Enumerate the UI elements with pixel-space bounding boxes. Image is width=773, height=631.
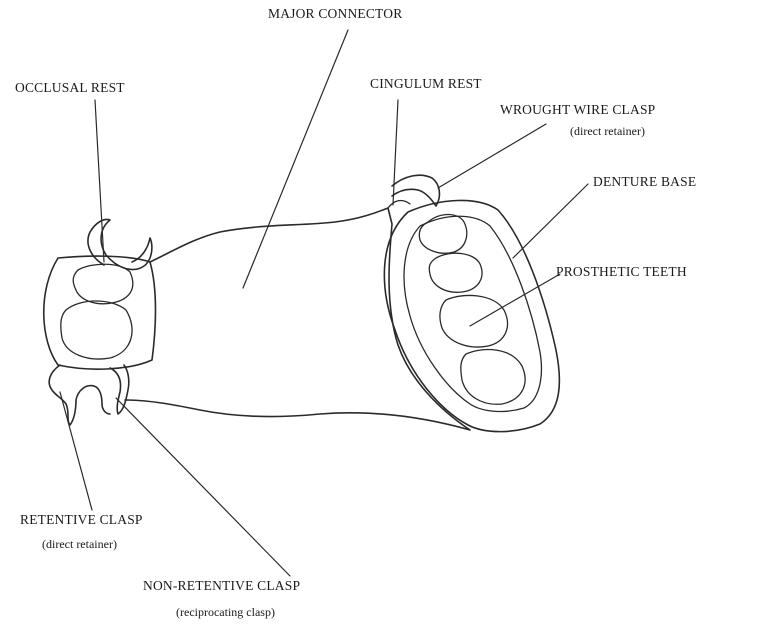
leader-major-connector bbox=[243, 30, 348, 288]
left-tooth-cusp-upper bbox=[73, 264, 133, 304]
leader-non-retentive-clasp bbox=[116, 398, 290, 576]
occlusal-rest-arm bbox=[124, 238, 152, 270]
prosthetic-tooth-2 bbox=[429, 253, 482, 292]
label-occlusal-rest: OCCLUSAL REST bbox=[15, 80, 125, 96]
label-wrought-wire-clasp-sub: (direct retainer) bbox=[570, 124, 645, 139]
prosthetic-tooth-4 bbox=[461, 350, 525, 405]
label-cingulum-rest: CINGULUM REST bbox=[370, 76, 482, 92]
label-retentive-clasp: RETENTIVE CLASP bbox=[20, 512, 143, 528]
prosthetic-tooth-1 bbox=[419, 215, 466, 254]
left-tooth-cusp-lower bbox=[61, 301, 132, 359]
leader-prosthetic-teeth bbox=[470, 274, 560, 326]
label-non-retentive-clasp-sub: (reciprocating clasp) bbox=[176, 605, 275, 620]
occlusal-rest bbox=[88, 220, 124, 269]
major-connector-outline bbox=[125, 208, 470, 430]
label-non-retentive-clasp: NON-RETENTIVE CLASP bbox=[143, 578, 300, 594]
cingulum-rest bbox=[388, 201, 410, 208]
label-wrought-wire-clasp: WROUGHT WIRE CLASP bbox=[500, 102, 655, 118]
label-prosthetic-teeth: PROSTHETIC TEETH bbox=[556, 264, 687, 280]
label-retentive-clasp-sub: (direct retainer) bbox=[42, 537, 117, 552]
left-abutment-tooth bbox=[44, 256, 156, 369]
leader-cingulum-rest bbox=[393, 100, 398, 205]
leader-occlusal-rest bbox=[95, 100, 104, 262]
label-major-connector: MAJOR CONNECTOR bbox=[268, 6, 402, 22]
prosthetic-tooth-3 bbox=[440, 295, 508, 347]
non-retentive-clasp bbox=[110, 365, 129, 414]
retentive-clasp bbox=[49, 365, 110, 425]
leader-denture-base bbox=[513, 184, 588, 258]
wrought-wire-clasp bbox=[392, 175, 439, 206]
leader-wrought-wire-clasp bbox=[438, 124, 546, 188]
label-denture-base: DENTURE BASE bbox=[593, 174, 696, 190]
